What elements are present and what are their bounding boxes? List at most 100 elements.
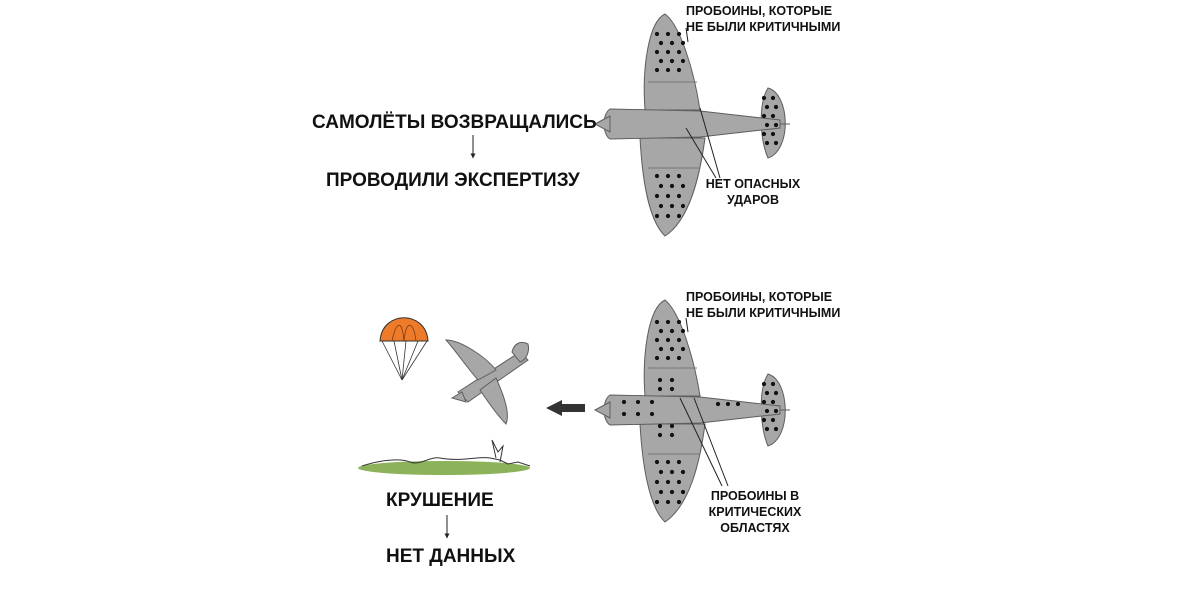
- bullet-hole: [773, 408, 779, 414]
- bullet-hole: [764, 426, 770, 432]
- pointer-lines-top: [685, 27, 721, 179]
- bullet-hole: [680, 40, 686, 46]
- bullet-hole: [621, 399, 627, 405]
- bullet-hole: [676, 31, 682, 37]
- bullet-hole: [680, 469, 686, 475]
- returned-label: САМОЛЁТЫ ВОЗВРАЩАЛИСЬ: [312, 112, 597, 133]
- noncritical-label-top-line2: НЕ БЫЛИ КРИТИЧНЫМИ: [686, 20, 841, 34]
- bullet-hole: [773, 426, 779, 432]
- bullet-hole: [761, 131, 767, 137]
- bullet-hole: [669, 386, 675, 392]
- bullet-hole: [669, 346, 675, 352]
- bullet-hole: [669, 40, 675, 46]
- bullet-hole: [669, 489, 675, 495]
- bullet-hole: [665, 337, 671, 343]
- bullet-hole: [657, 386, 663, 392]
- bullet-hole: [669, 58, 675, 64]
- bullet-hole: [654, 31, 660, 37]
- bullet-hole: [725, 401, 731, 407]
- bullet-hole: [658, 489, 664, 495]
- bullet-hole: [665, 319, 671, 325]
- crash-label: КРУШЕНИЕ: [386, 490, 494, 511]
- bullet-hole: [654, 319, 660, 325]
- bullet-hole: [669, 203, 675, 209]
- bullet-hole: [735, 401, 741, 407]
- bullet-hole: [658, 40, 664, 46]
- bullet-hole: [665, 355, 671, 361]
- bullet-hole: [657, 423, 663, 429]
- bullet-hole: [764, 122, 770, 128]
- bullet-hole: [676, 193, 682, 199]
- bullet-hole: [654, 499, 660, 505]
- bullet-hole: [770, 381, 776, 387]
- parachute-icon: [379, 317, 429, 381]
- bullet-hole: [761, 95, 767, 101]
- bullet-hole: [658, 469, 664, 475]
- bullet-hole: [676, 49, 682, 55]
- bullet-hole: [649, 411, 655, 417]
- noncritical-label-bottom-line2: НЕ БЫЛИ КРИТИЧНЫМИ: [686, 306, 841, 320]
- bullet-hole: [621, 411, 627, 417]
- bullet-hole: [770, 113, 776, 119]
- bullet-hole: [658, 203, 664, 209]
- bullet-hole: [764, 390, 770, 396]
- bullet-hole: [761, 113, 767, 119]
- bullet-hole: [665, 459, 671, 465]
- bullet-hole: [761, 417, 767, 423]
- bullet-hole: [773, 122, 779, 128]
- bullet-hole: [761, 381, 767, 387]
- bullet-hole: [676, 459, 682, 465]
- safe-label-line1: НЕТ ОПАСНЫХ: [705, 177, 801, 191]
- bullet-hole: [665, 479, 671, 485]
- bullet-hole: [715, 401, 721, 407]
- bullet-hole: [676, 499, 682, 505]
- bullet-hole: [669, 377, 675, 383]
- bullet-hole: [669, 432, 675, 438]
- bullet-hole: [770, 417, 776, 423]
- bullet-hole: [676, 479, 682, 485]
- bullet-hole: [657, 377, 663, 383]
- bullet-hole: [669, 423, 675, 429]
- critical-label: ПРОБОИНЫ В КРИТИЧЕСКИХ ОБЛАСТЯХ: [700, 488, 810, 536]
- bullet-hole: [654, 49, 660, 55]
- bullet-hole: [770, 131, 776, 137]
- expertise-label: ПРОВОДИЛИ ЭКСПЕРТИЗУ: [326, 170, 580, 191]
- bullet-hole: [654, 213, 660, 219]
- bullet-hole: [676, 355, 682, 361]
- bullet-hole: [665, 193, 671, 199]
- bullet-hole: [658, 58, 664, 64]
- bullet-hole: [665, 213, 671, 219]
- bullet-hole: [665, 67, 671, 73]
- critical-label-line3: ОБЛАСТЯХ: [720, 521, 790, 535]
- bullet-hole: [658, 328, 664, 334]
- bullet-hole: [770, 95, 776, 101]
- noncritical-label-top-line1: ПРОБОИНЫ, КОТОРЫЕ: [686, 4, 833, 18]
- bullet-hole: [665, 49, 671, 55]
- bullet-hole: [669, 183, 675, 189]
- bullet-holes: [621, 31, 779, 505]
- bullet-hole: [680, 58, 686, 64]
- bullet-hole: [635, 411, 641, 417]
- safe-label: НЕТ ОПАСНЫХ УДАРОВ: [697, 176, 809, 208]
- bullet-hole: [761, 399, 767, 405]
- arrow-left-icon: [546, 400, 585, 416]
- bullet-hole: [669, 469, 675, 475]
- bullet-hole: [676, 319, 682, 325]
- bullet-hole: [654, 459, 660, 465]
- bullet-hole: [680, 183, 686, 189]
- bullet-hole: [669, 328, 675, 334]
- bullet-hole: [680, 489, 686, 495]
- bullet-hole: [657, 432, 663, 438]
- nodata-label: НЕТ ДАННЫХ: [386, 546, 516, 567]
- bullet-hole: [654, 337, 660, 343]
- noncritical-label-bottom-line1: ПРОБОИНЫ, КОТОРЫЕ: [686, 290, 833, 304]
- pointer-lines-bottom: [679, 317, 729, 487]
- bullet-hole: [764, 408, 770, 414]
- bullet-hole: [654, 193, 660, 199]
- bullet-hole: [649, 399, 655, 405]
- bullet-hole: [665, 499, 671, 505]
- bullet-hole: [654, 355, 660, 361]
- safe-label-line2: УДАРОВ: [727, 193, 779, 207]
- bullet-hole: [654, 67, 660, 73]
